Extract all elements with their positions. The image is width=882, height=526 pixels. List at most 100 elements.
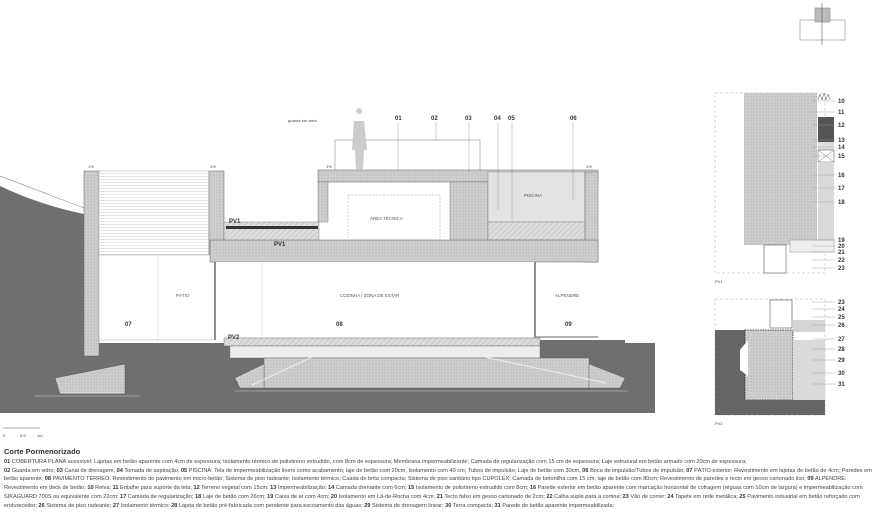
legend-item-text: Pavimento industrial em betão reforçado … (4, 493, 860, 509)
detail-callout-12: 12 (838, 123, 845, 129)
svg-text:0: 0 (3, 433, 6, 438)
detail-callout-22: 22 (838, 258, 845, 264)
ground-floor (214, 262, 628, 392)
legend-item-number: 01 (4, 458, 11, 465)
legend-item-number: 26 (38, 502, 45, 509)
detail-pv2 (714, 298, 826, 416)
detail-tag-pv2: PV2 (228, 335, 240, 341)
legend-item-text: Parede de betão aparente impermeabilizad… (502, 502, 615, 509)
legend-item-number: 25 (739, 493, 746, 500)
detail-callout-19: 19 (838, 238, 845, 244)
legend-item-text: Sistema de piso radeante; (46, 502, 112, 509)
legend-item-number: 22 (546, 493, 553, 500)
legend-item-number: 24 (667, 493, 674, 500)
legend-item-text: Camada drenante com 6cm; (335, 485, 407, 492)
legend-item-number: 27 (112, 502, 120, 509)
legend-item-number: 03 (56, 467, 63, 474)
detail-callout-11: 11 (838, 110, 845, 116)
callout-08: 08 (336, 322, 343, 328)
legend-item: 14 Camada drenante com 6cm; (328, 485, 408, 491)
legend-item: 30 Terra compacta; (445, 503, 494, 509)
svg-text:1m: 1m (37, 433, 43, 438)
legend-item-text: PAVIMENTO TÉRREO: Revestimento do pavime… (52, 476, 806, 483)
slope-label: 1% (88, 164, 94, 169)
legend-item: 01 COBERTURA PLANA acessível: Lajetas em… (4, 459, 747, 465)
legend-item: 12 Terreno vegetal com 15cm; (193, 485, 270, 491)
legend-item-number: 11 (112, 485, 119, 492)
legend-item: 17 Camada de regularização; (120, 494, 195, 500)
legend-item-number: 10 (87, 485, 94, 492)
legend-item-number: 09 (807, 476, 814, 483)
detail-callouts: 1011121314151617181920212223232425262728… (812, 99, 845, 388)
legend-item-number: 06 (582, 467, 589, 474)
detail-callout-30: 30 (838, 371, 845, 377)
legend-item: 03 Canal de drenagem, (57, 468, 117, 474)
legend-item: 15 Isolamento de polistireno extrudido c… (408, 485, 530, 491)
legend-item: 18 Laje de betão com 26cm; (195, 494, 267, 500)
detail-callout-29: 29 (838, 358, 845, 364)
detail-callout-13: 13 (838, 138, 845, 144)
legend-item-text: Isolamento térmico; (120, 502, 170, 509)
slope-label: 1% (210, 164, 216, 169)
detail-callout-14: 14 (838, 145, 845, 151)
legend-item-text: COBERTURA PLANA acessível: Lajetas em be… (11, 458, 747, 465)
legend-item: 08 PAVIMENTO TÉRREO: Revestimento do pav… (45, 476, 808, 482)
legend-item-number: 31 (494, 502, 501, 509)
detail-callout-27: 27 (838, 337, 845, 343)
legend-item-text: Camada de regularização; (127, 493, 194, 500)
detail-pv1 (714, 92, 835, 274)
legend: Corte Pormenorizado 01 COBERTURA PLANA a… (4, 447, 880, 511)
legend-item-number: 04 (116, 467, 123, 474)
detail-callout-23: 23 (838, 266, 845, 272)
legend-item-number: 13 (270, 485, 277, 492)
legend-item-text: Guarda em vidro, (11, 467, 56, 474)
legend-item-text: Impermeabilização; (277, 485, 327, 492)
callout-07: 07 (125, 322, 132, 328)
room-pool: PISCINA (524, 193, 542, 198)
legend-body: 01 COBERTURA PLANA acessível: Lajetas em… (4, 458, 880, 511)
legend-title: Corte Pormenorizado (4, 447, 81, 456)
legend-item-number: 30 (445, 502, 452, 509)
detail-tag-pv1: PV1 (229, 219, 241, 225)
slope-label: 1% (586, 164, 592, 169)
glass-guard-label: guarda em vidro (288, 118, 318, 123)
legend-item-number: 18 (194, 493, 202, 500)
legend-item-text: Boca de impulsão/Tubos de impulsão; (590, 467, 685, 474)
legend-item: 29 Sistema de drenagem linear; (364, 503, 445, 509)
legend-item-text: Relva; (95, 485, 111, 492)
legend-item: 20 Isolamento em Lã-de-Rocha com 4cm; (331, 494, 437, 500)
detail-callout-31: 31 (838, 382, 845, 388)
legend-item-text: PÁTIO exterior: Revestimento em lajetas … (4, 467, 872, 483)
legend-item: 16 Parede exterior em betão aparente com… (4, 485, 863, 500)
callout-03: 03 (465, 116, 472, 122)
callout-04: 04 (494, 116, 501, 122)
legend-item-number: 17 (119, 493, 127, 500)
legend-item-number: 23 (622, 493, 629, 500)
legend-item-text: Terra compacta; (452, 502, 493, 509)
legend-item-text: Laje de betão com 26cm; (202, 493, 266, 500)
legend-item-number: 19 (267, 493, 274, 500)
legend-item-number: 08 (44, 476, 51, 483)
legend-item: 11 Entalhe para suporte da tela; (113, 485, 194, 491)
legend-item-number: 28 (171, 502, 178, 509)
legend-item-number: 16 (529, 485, 537, 492)
svg-text:0.5: 0.5 (20, 433, 26, 438)
legend-item: 10 Relva; (87, 485, 112, 491)
detail-callout-25: 25 (838, 315, 845, 321)
detail-callout-15: 15 (838, 154, 845, 160)
pv2-caption: PV2 (715, 421, 723, 426)
legend-item-text: Tomada de aspiração, (124, 467, 180, 474)
legend-item: 31 Parede de betão aparente impermeabili… (494, 503, 614, 509)
scale-bar: 0 0.5 1m (3, 427, 43, 438)
legend-item: 06 Boca de impulsão/Tubos de impulsão; (582, 468, 686, 474)
room-patio: PÁTIO (176, 292, 190, 298)
legend-item: 02 Guarda em vidro, (4, 468, 57, 474)
detail-tag-pv1: PV1 (274, 242, 286, 248)
legend-item-text: Vão de correr; (630, 493, 666, 500)
detail-callout-24: 24 (838, 307, 845, 313)
legend-item: 23 Vão de correr; (623, 494, 668, 500)
legend-item-text: Isolamento em Lã-de-Rocha com 4cm; (338, 493, 436, 500)
callout-09: 09 (565, 322, 572, 328)
detail-callout-28: 28 (838, 347, 845, 353)
